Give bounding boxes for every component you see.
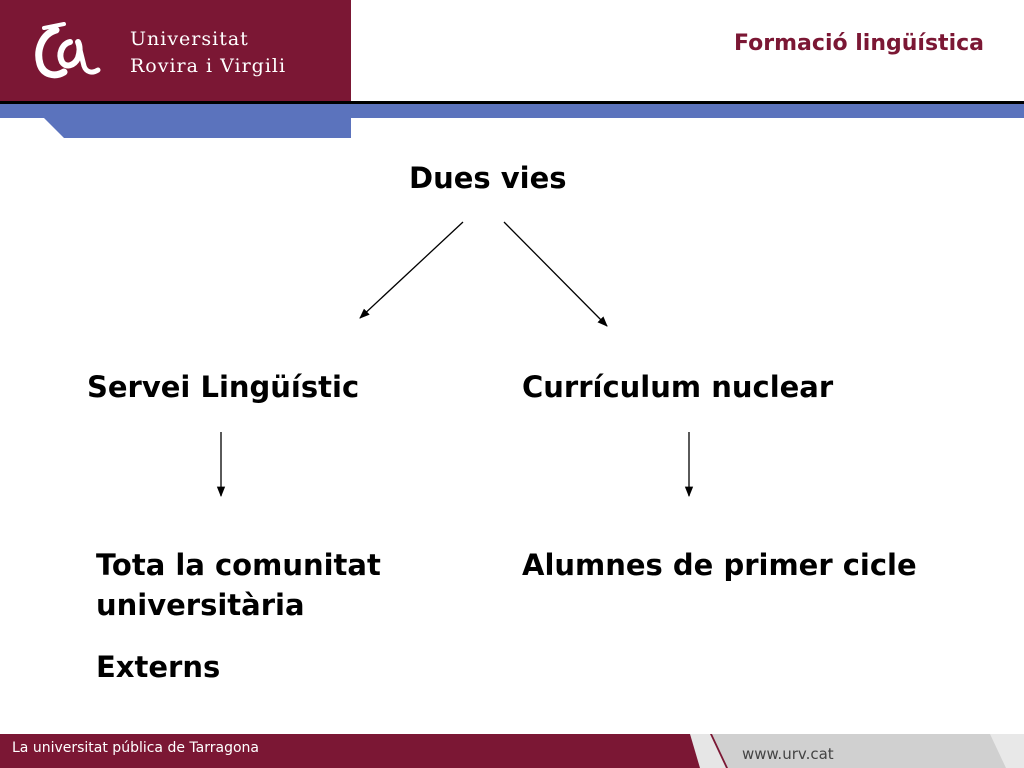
target-node-alumnes: Alumnes de primer cicle <box>522 548 917 582</box>
slide-title: Formació lingüística <box>734 31 984 56</box>
university-name-line2: Rovira i Virgili <box>130 55 287 77</box>
arrow-root-to-curriculum <box>503 221 608 327</box>
branch-node-curriculum: Currículum nuclear <box>522 370 834 404</box>
target-node-comunitat-line1: Tota la comunitat <box>96 548 381 582</box>
root-node: Dues vies <box>409 161 567 195</box>
target-node-externs: Externs <box>96 650 221 684</box>
footer-tagline: La universitat pública de Tarragona <box>12 740 259 756</box>
university-logo-block: Universitat Rovira i Virgili <box>0 0 351 101</box>
header-accent-band <box>0 104 1024 138</box>
branch-node-servei: Servei Lingüístic <box>87 370 360 404</box>
footer-url-tab <box>690 734 1024 768</box>
arrow-root-to-servei <box>359 221 464 319</box>
footer-url-link[interactable]: www.urv.cat <box>742 745 834 763</box>
urv-logo-mark-icon <box>35 22 101 79</box>
header-divider <box>0 101 1024 104</box>
target-node-comunitat-line2: universitària <box>96 588 305 622</box>
university-name: Universitat Rovira i Virgili <box>130 26 286 80</box>
university-name-line1: Universitat <box>130 28 249 50</box>
